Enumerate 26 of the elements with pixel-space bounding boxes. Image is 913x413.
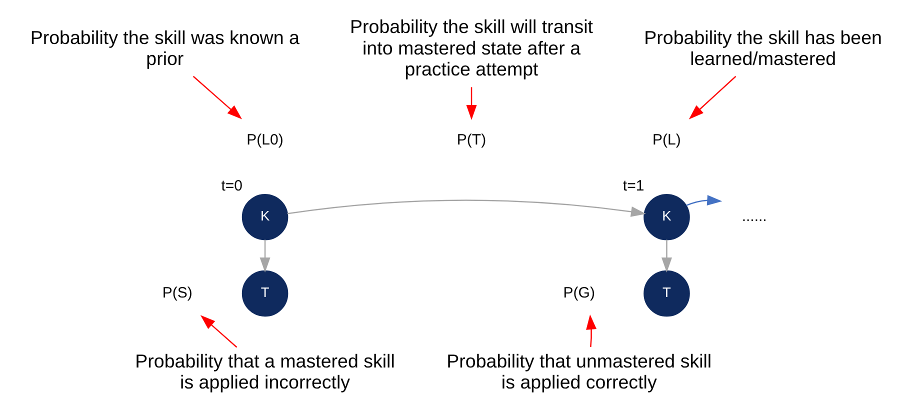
- node-text: Probability that unmastered skill is applied correctly: [446, 350, 712, 393]
- arrow: [688, 76, 736, 120]
- node-circle: K: [644, 194, 690, 240]
- arrow: [686, 195, 722, 206]
- node-text: Probability the skill has been learned/mastered: [644, 26, 882, 70]
- node-text: P(S): [162, 284, 192, 302]
- node-text: ......: [742, 208, 767, 226]
- node-circle: T: [242, 270, 288, 317]
- node-circle: K: [242, 194, 288, 240]
- node-text: P(L): [652, 132, 681, 149]
- arrow: [466, 87, 477, 120]
- arrow: [192, 76, 242, 120]
- node-text: P(G): [563, 284, 595, 302]
- arrow: [200, 315, 238, 348]
- node-text: P(T): [456, 132, 486, 149]
- arrow: [661, 240, 672, 273]
- node-text: Probability the skill will transit into mastered state after a practice attempt: [350, 16, 594, 80]
- node-label: t=0: [221, 177, 243, 194]
- arrow: [260, 240, 270, 273]
- node-label: t=1: [622, 177, 644, 194]
- node-circle: T: [644, 270, 690, 317]
- node-text: Probability the skill was known a prior: [30, 26, 300, 70]
- node-text: P(L0): [246, 132, 284, 149]
- arrow: [586, 314, 597, 348]
- arrow: [287, 200, 646, 217]
- node-text: Probability that a mastered skill is applied incorrectly: [135, 350, 395, 393]
